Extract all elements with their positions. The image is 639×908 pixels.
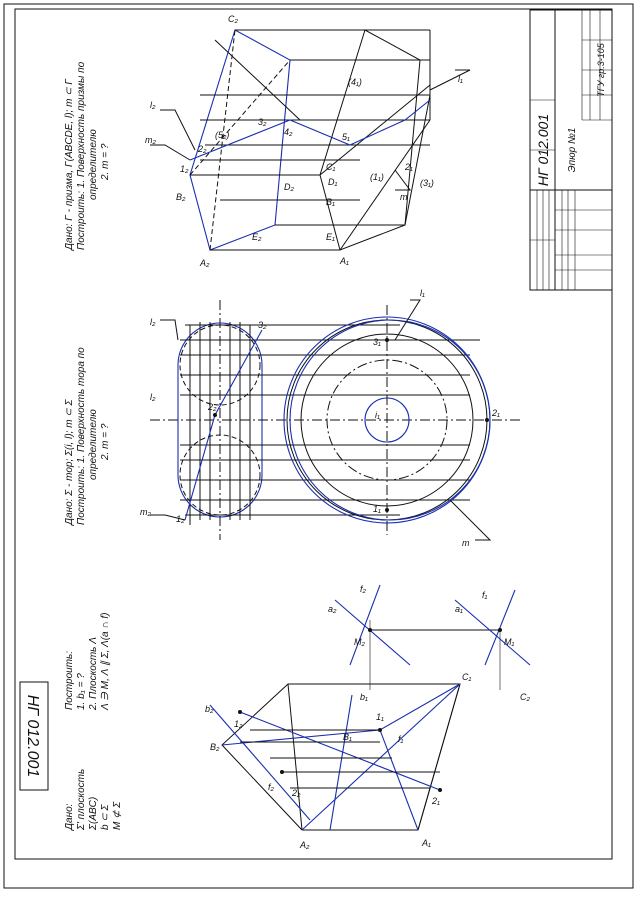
lbl-2-1: 2₁ [431, 796, 440, 806]
p1-build-line: Λ ∋ M, Λ ∥ Σ, Λ(a ∩ f) [100, 613, 111, 711]
lbl-m2: m₂ [140, 507, 151, 517]
lbl-p5-2: (5₂) [215, 130, 229, 140]
lbl-pD1: D₁ [328, 177, 337, 187]
lbl-pB1: B₁ [326, 197, 335, 207]
lbl-A1: A₁ [421, 838, 431, 848]
problem3-drawing [150, 29, 471, 251]
p3-line: 2. m = ? [100, 143, 111, 181]
lbl-C1: C₁ [462, 672, 471, 682]
p1-given-head: Дано: [64, 803, 75, 831]
problem3-text: Дано: Γ - призма, Γ(ABCDE, l); m ⊂ Γ Пос… [64, 61, 111, 251]
lbl-p3-2: 3₂ [258, 117, 267, 127]
corner-stamp-code: НГ 012.001 [24, 695, 41, 778]
lbl-m: m [462, 538, 470, 548]
problem2-labels: l₂ l₂ l₁ m₂ m 1₂ 2₂ 3₂ i₁ 2₁ 3₁ 1₁ [140, 288, 500, 548]
problem2-text: Дано: Σ - тор; Σ(i, l); m ⊂ Σ Построить:… [64, 347, 111, 526]
problem3-labels: A₂ B₂ C₂ D₂ E₂ A₁ B₁ C₁ D₁ E₁ l₂ l₁ m₂ m… [145, 14, 463, 268]
problem1-labels: A₂ A₁ B₂ B₁ C₁ b₂ b₁ f₂ f₁ a₂ a₁ f₂ f₁ M… [205, 584, 530, 850]
p3-line: Дано: Γ - призма, Γ(ABCDE, l); m ⊂ Γ [64, 78, 75, 251]
lbl-tor-2-2: 2₂ [207, 402, 217, 412]
lbl-pm2: m₂ [145, 135, 156, 145]
p3-line: Построить: 1. Поверхность призмы по [76, 61, 87, 250]
p2-line: определителю [88, 409, 99, 480]
p3-line: определителю [88, 129, 99, 200]
lbl-C2: C₂ [520, 692, 530, 702]
lbl-f1: f₁ [398, 734, 404, 744]
lbl-pE2: E₂ [252, 232, 262, 242]
lbl-p3-1: (3₁) [420, 178, 434, 188]
p1-build-line: 1. b₁ = ? [76, 673, 87, 710]
lbl-tor-1-2: 1₂ [176, 514, 185, 524]
p2-line: Дано: Σ - тор; Σ(i, l); m ⊂ Σ [64, 399, 75, 526]
lbl-pA1: A₁ [339, 256, 349, 266]
lbl-1-2: 1₂ [234, 719, 243, 729]
lbl-B1: B₁ [343, 732, 352, 742]
title-block-org: ТГУ гр.3-105 [596, 42, 606, 97]
lbl-tor-1-1: 1₁ [373, 504, 381, 514]
lbl-l1: l₁ [420, 288, 425, 298]
lbl-M1: M₁ [504, 637, 514, 647]
problem1-text: Дано: Σ' плоскость Σ(ABC) b ⊂ Σ M ⊄ Σ По… [64, 613, 123, 831]
lbl-f2: f₂ [268, 782, 275, 792]
p1-build-head: Построить: [64, 651, 75, 710]
lbl-M2: M₂ [354, 637, 365, 647]
lbl-p5-1: 5₁ [342, 132, 350, 142]
lbl-pB2: B₂ [176, 192, 186, 202]
lbl-a2: a₂ [328, 604, 337, 614]
lbl-pl2: l₂ [150, 100, 156, 110]
p2-line: 2. m = ? [100, 423, 111, 461]
lbl-f1b: f₁ [482, 590, 488, 600]
lbl-l2b: l₂ [150, 392, 156, 402]
lbl-p4-1: (4₁) [348, 77, 362, 87]
lbl-l2: l₂ [150, 317, 156, 327]
inner-frame [14, 8, 613, 860]
lbl-b2: b₂ [205, 704, 214, 714]
lbl-p2-1: 2₁ [404, 162, 413, 172]
lbl-p2-2: 2₂ [197, 144, 207, 154]
lbl-p4-2: 4₂ [284, 127, 293, 137]
p1-given-line: b ⊂ Σ [100, 804, 111, 830]
problem1-drawing [209, 584, 531, 831]
lbl-pD2: D₂ [284, 182, 294, 192]
p2-line: Построить: 1. Поверхность тора по [76, 347, 87, 525]
lbl-2-2: 2₂ [291, 788, 301, 798]
lbl-pC2: C₂ [228, 14, 238, 24]
lbl-pm: m [400, 192, 408, 202]
title-block-title: Эпюр №1 [567, 128, 578, 173]
lbl-B2: B₂ [210, 742, 220, 752]
corner-stamp: НГ 012.001 [19, 681, 49, 791]
lbl-p1-1: (1₁) [370, 172, 384, 182]
outer-frame [3, 3, 634, 889]
lbl-b1: b₁ [360, 692, 368, 702]
p1-given-line: M ⊄ Σ [112, 801, 123, 830]
lbl-tor-3-1: 3₁ [373, 337, 381, 347]
lbl-tor-2-1: 2₁ [491, 408, 500, 418]
lbl-a1: a₁ [455, 604, 463, 614]
title-block: НГ 012.001 Эпюр №1 ТГУ гр.3-105 [529, 9, 613, 291]
problem2-drawing [150, 299, 520, 541]
lbl-i1: i₁ [375, 410, 380, 420]
lbl-tor-3-2: 3₂ [258, 320, 267, 330]
lbl-f2b: f₂ [360, 584, 367, 594]
lbl-1-1: 1₁ [376, 712, 384, 722]
lbl-pC1: C₁ [326, 162, 335, 172]
p1-build-line: 2. Плоскость Λ [88, 637, 99, 711]
lbl-pA2: A₂ [199, 258, 210, 268]
lbl-pl1: l₁ [458, 74, 463, 84]
lbl-p1-2: 1₂ [180, 164, 189, 174]
lbl-A2: A₂ [299, 840, 310, 850]
p1-given-line: Σ(ABC) [88, 797, 99, 831]
p1-given-line: Σ' плоскость [76, 769, 87, 831]
lbl-pE1: E₁ [326, 232, 335, 242]
title-block-code: НГ 012.001 [535, 114, 551, 186]
